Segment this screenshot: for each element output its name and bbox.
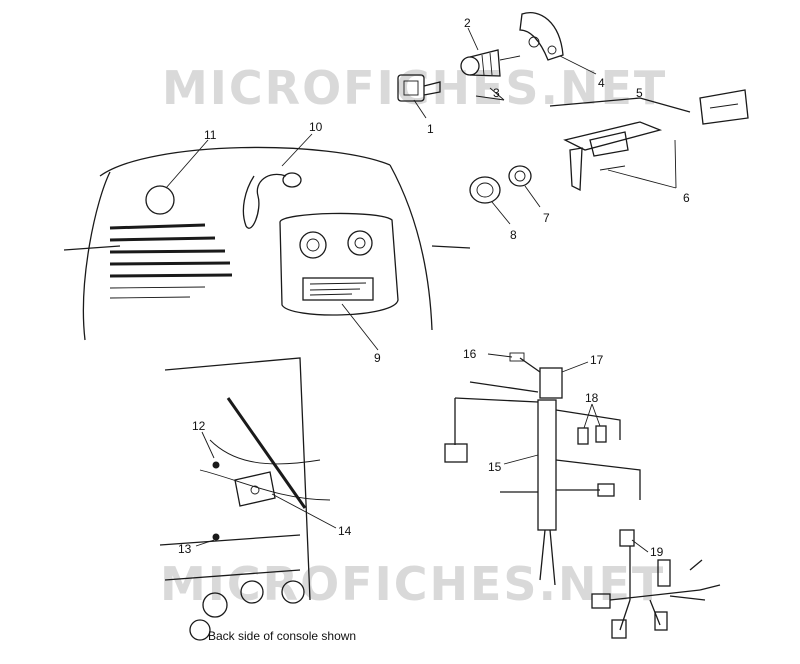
callout-7: 7 — [543, 211, 550, 225]
bracket-14 — [234, 471, 276, 507]
console-front — [63, 146, 471, 341]
fuse-18b — [595, 425, 607, 443]
callout-18: 18 — [585, 391, 599, 405]
console-back — [159, 357, 331, 641]
connector-17 — [539, 367, 563, 399]
key-1 — [397, 74, 425, 102]
callout-4: 4 — [598, 76, 605, 90]
leader-lines — [165, 27, 677, 553]
screw-13 — [212, 533, 220, 541]
harness-15 — [537, 399, 557, 531]
callout-2: 2 — [464, 16, 471, 30]
console-panel — [279, 212, 399, 316]
callout-13: 13 — [178, 542, 192, 556]
callouts: 1 2 3 4 5 6 7 8 9 10 11 12 13 14 15 16 1… — [178, 16, 690, 559]
callout-11: 11 — [204, 128, 217, 142]
callout-14: 14 — [338, 524, 352, 538]
watermark-bottom: MICROFICHES.NET — [160, 557, 665, 611]
callout-12: 12 — [192, 419, 206, 433]
decal-9 — [302, 277, 374, 301]
callout-1: 1 — [427, 122, 434, 136]
callout-10: 10 — [309, 120, 323, 134]
figure-caption: Back side of console shown — [208, 629, 356, 643]
nut-8 — [469, 176, 501, 204]
callout-9: 9 — [374, 351, 381, 365]
callout-6: 6 — [683, 191, 690, 205]
callout-16: 16 — [463, 347, 477, 361]
callout-15: 15 — [488, 460, 502, 474]
ignition-switch-assembly — [397, 12, 564, 102]
callout-17: 17 — [590, 353, 604, 367]
callout-5: 5 — [636, 86, 643, 100]
callout-3: 3 — [493, 86, 500, 100]
fuse-18a — [577, 427, 589, 445]
tether-cap-10 — [242, 173, 287, 229]
cap-11 — [145, 185, 175, 215]
screw-12 — [212, 461, 220, 469]
washer-7 — [508, 165, 532, 187]
callout-19: 19 — [650, 545, 664, 559]
switch-assembly-5 — [549, 89, 749, 192]
plate-4 — [519, 12, 564, 61]
callout-8: 8 — [510, 228, 517, 242]
watermark-top: MICROFICHES.NET — [162, 61, 667, 115]
